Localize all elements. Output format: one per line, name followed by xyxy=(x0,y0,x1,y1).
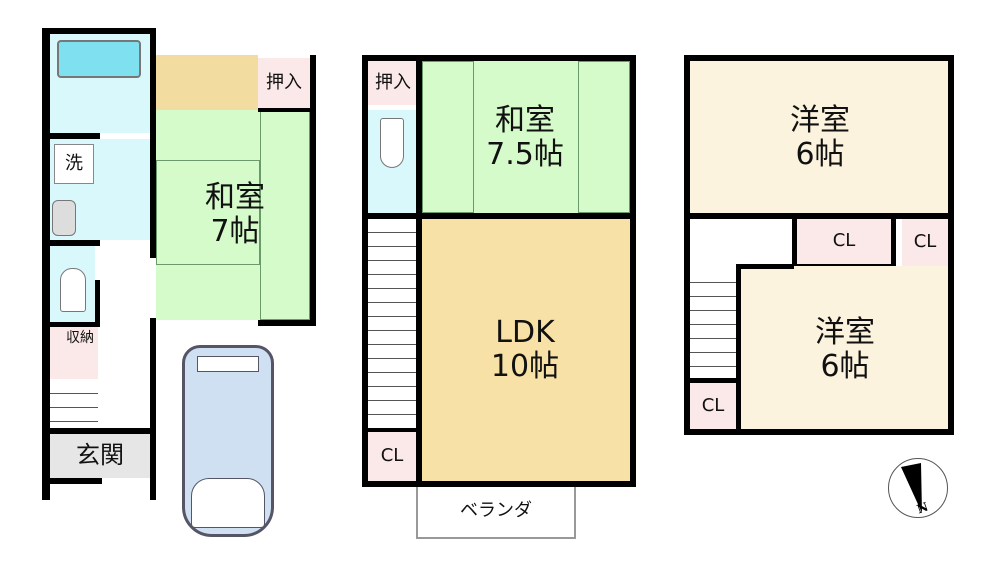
oshiire-label: 押入 xyxy=(266,71,302,93)
wall xyxy=(42,240,100,246)
wall xyxy=(368,213,630,219)
wall xyxy=(416,61,422,481)
oshiire-floor xyxy=(156,55,258,110)
japanese-room-7-5 xyxy=(422,61,630,213)
wall xyxy=(42,478,102,484)
oshiire-closet xyxy=(258,58,310,110)
wall xyxy=(690,378,738,383)
oshiire-closet xyxy=(368,61,418,105)
wall xyxy=(258,320,316,326)
wall xyxy=(310,55,316,325)
wall xyxy=(42,28,50,500)
closet-3-label: CL xyxy=(701,394,725,416)
wall xyxy=(150,28,156,258)
toilet-icon xyxy=(380,118,404,168)
wall xyxy=(736,264,741,429)
balcony xyxy=(416,487,576,539)
balcony-label: ベランダ xyxy=(460,499,532,521)
wash-label: 洗 xyxy=(54,144,94,184)
stairs xyxy=(368,219,416,429)
ldk-label: LDK 10帖 xyxy=(490,314,560,384)
wall xyxy=(258,108,316,112)
japanese-room-7-5-label: 和室 7.5帖 xyxy=(486,102,564,172)
wall xyxy=(690,213,948,219)
wall xyxy=(95,280,100,322)
wall xyxy=(368,428,418,432)
oshiire-label: 押入 xyxy=(375,71,411,93)
storage xyxy=(50,327,98,379)
wall xyxy=(42,322,100,327)
japanese-room-7 xyxy=(156,110,310,320)
storage-label: 収納 xyxy=(66,329,94,346)
entrance-label: 玄関 xyxy=(76,441,124,470)
car-parking xyxy=(182,345,274,537)
western-room-bottom-label: 洋室 6帖 xyxy=(815,314,875,384)
japanese-room-7-label: 和室 7帖 xyxy=(205,179,265,249)
western-room-top-label: 洋室 6帖 xyxy=(790,102,850,172)
ldk xyxy=(422,219,630,481)
sink-icon xyxy=(52,200,76,236)
closet xyxy=(368,432,416,481)
bathtub xyxy=(57,40,141,78)
wall xyxy=(42,133,100,139)
stairs xyxy=(690,269,736,379)
stairs xyxy=(50,380,98,430)
wall xyxy=(736,264,794,269)
toilet-icon xyxy=(60,268,86,312)
outer-wall xyxy=(684,55,954,435)
closet-3 xyxy=(690,383,736,429)
outer-wall xyxy=(362,55,636,487)
closet-label: CL xyxy=(380,445,404,467)
wall xyxy=(150,318,156,500)
entrance xyxy=(50,434,150,478)
western-room-top xyxy=(690,61,948,213)
closet-2-label: CL xyxy=(913,231,937,253)
compass-icon: N xyxy=(888,458,948,518)
western-room-bottom xyxy=(740,266,948,429)
closet-2 xyxy=(902,219,948,266)
closet-1-label: CL xyxy=(832,230,856,252)
wall xyxy=(42,428,156,434)
wall xyxy=(42,28,156,34)
